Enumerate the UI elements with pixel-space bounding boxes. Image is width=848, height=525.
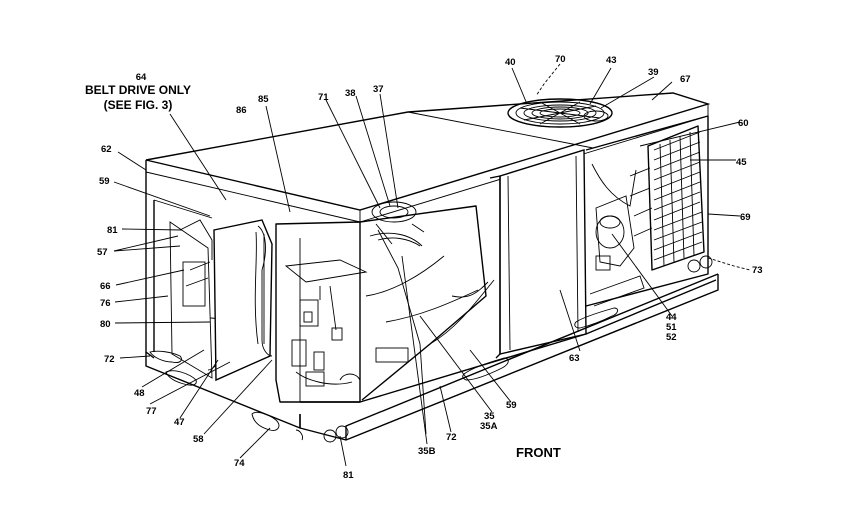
callout-38: 38 [345, 88, 356, 99]
access-panel-63 [499, 149, 587, 355]
callout-59-right: 59 [506, 400, 517, 411]
callout-66: 66 [100, 281, 111, 292]
blower-housing [182, 261, 206, 307]
base-lift-holes [149, 255, 713, 443]
note-see-fig: (SEE FIG. 3) [104, 98, 173, 112]
callout-35a: 35A [480, 421, 498, 432]
callout-59-left: 59 [99, 176, 110, 187]
callout-72-bottom: 72 [446, 432, 457, 443]
unit-body [145, 92, 719, 443]
callout-72-left: 72 [104, 354, 115, 365]
callout-35b: 35B [418, 446, 436, 457]
callout-37: 37 [373, 84, 384, 95]
callout-80: 80 [100, 319, 111, 330]
callout-40: 40 [505, 57, 516, 68]
callout-71: 71 [318, 92, 329, 103]
front-label: FRONT [516, 445, 561, 460]
callout-86: 86 [236, 105, 247, 116]
callout-64: 64 [136, 72, 147, 83]
callout-44: 44 [666, 312, 677, 323]
callout-35: 35 [484, 411, 495, 422]
top-panel [145, 92, 711, 211]
note-belt-drive: BELT DRIVE ONLY [85, 83, 191, 97]
callout-48: 48 [134, 388, 145, 399]
draft-fan [371, 201, 417, 223]
condenser-coil [629, 125, 705, 271]
callout-69: 69 [740, 212, 751, 223]
callout-51: 51 [666, 322, 677, 333]
callout-62: 62 [101, 144, 112, 155]
callout-52: 52 [666, 332, 677, 343]
callout-70: 70 [555, 54, 566, 65]
leader-lines [113, 63, 751, 467]
callout-57: 57 [97, 247, 108, 258]
callout-85: 85 [258, 94, 269, 105]
condenser-fan [507, 98, 613, 128]
callout-81-left: 81 [107, 225, 118, 236]
callout-47: 47 [174, 417, 185, 428]
callout-39: 39 [648, 67, 659, 78]
callout-58: 58 [193, 434, 204, 445]
callout-73: 73 [752, 265, 763, 276]
callout-63: 63 [569, 353, 580, 364]
callout-43: 43 [606, 55, 617, 66]
callout-77: 77 [146, 406, 157, 417]
condenser-section [585, 115, 709, 307]
callout-labels: 64 BELT DRIVE ONLY (SEE FIG. 3) 40 70 43… [85, 54, 763, 481]
callout-74: 74 [234, 458, 245, 469]
left-end-frame [145, 160, 155, 359]
callout-67-top: 67 [680, 74, 691, 85]
callout-76: 76 [100, 298, 111, 309]
callout-60: 60 [738, 118, 749, 129]
callout-45: 45 [736, 157, 747, 168]
callout-81-bottom: 81 [343, 470, 354, 481]
